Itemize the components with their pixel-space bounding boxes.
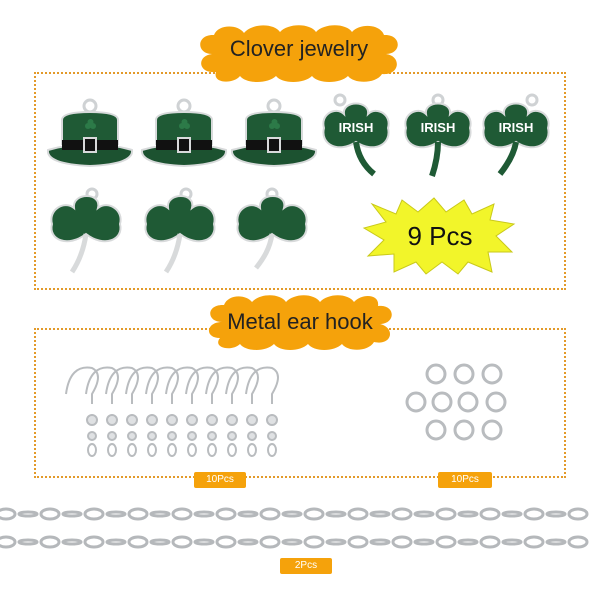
chain-link [567, 507, 589, 521]
chain-link [17, 538, 39, 546]
chain-link [215, 507, 237, 521]
ear-hook-icon [185, 366, 219, 457]
ear-hook-icon [85, 366, 119, 457]
chain-link [149, 510, 171, 518]
clover-title-cloud [200, 25, 398, 82]
ear-hook-icon [245, 366, 279, 457]
ear-hook-icon [105, 366, 139, 457]
ear-hook-icon [225, 366, 259, 457]
chain-link [237, 538, 259, 546]
shamrock-charm-icon [236, 187, 308, 270]
jump-ring-icon [453, 363, 475, 385]
chain-link [523, 507, 545, 521]
jump-ring-icon [481, 363, 503, 385]
ear-hook-icon [65, 366, 99, 457]
chain-link [435, 507, 457, 521]
chain-link [545, 538, 567, 546]
jump-ring-icon [431, 391, 453, 413]
chain-link [281, 510, 303, 518]
chain-link [413, 538, 435, 546]
chain-link [369, 510, 391, 518]
ear-hook-icon [145, 366, 179, 457]
chain-link [193, 538, 215, 546]
chain-link [39, 507, 61, 521]
jump-ring-icon [425, 363, 447, 385]
chain-link [193, 510, 215, 518]
chain-link [435, 535, 457, 549]
ear-hook-icon [165, 366, 199, 457]
chain-link [325, 538, 347, 546]
hooks-section-title: Metal ear hook [227, 309, 373, 334]
leprechaun-hat-charm-icon [140, 98, 228, 168]
chain-link [457, 538, 479, 546]
clover-section-title: Clover jewelry [229, 36, 369, 61]
chain-link [0, 507, 17, 521]
chain-link [347, 535, 369, 549]
jump-ring-icon [453, 419, 475, 441]
chain-link [479, 535, 501, 549]
chain-link [0, 535, 17, 549]
count-starburst [362, 197, 516, 275]
jump-ring-icon [481, 419, 503, 441]
chain-link [501, 510, 523, 518]
jump-ring-icon [405, 391, 427, 413]
chain-link [171, 507, 193, 521]
chain-link [413, 510, 435, 518]
chain-link [369, 538, 391, 546]
irish-text: IRISH [499, 120, 534, 135]
chain-link [325, 510, 347, 518]
chain-link [545, 510, 567, 518]
jump-ring-icon [485, 391, 507, 413]
chain-link [391, 507, 413, 521]
rings-count-badge: 10Pcs [438, 472, 492, 488]
chain-link [61, 538, 83, 546]
chain-link [105, 538, 127, 546]
shamrock-charm-icon [144, 187, 216, 274]
ear-hook-icon [205, 366, 239, 457]
chain-link [17, 510, 39, 518]
irish-shamrock-charm-icon: IRISH [404, 93, 472, 177]
shamrock-charm-icon [50, 187, 122, 274]
earring-hooks-bundle-icon [65, 366, 279, 457]
chain-link [39, 535, 61, 549]
hooks-title-cloud [208, 295, 392, 350]
chain-link [457, 510, 479, 518]
chain-link [501, 538, 523, 546]
chain-link [303, 535, 325, 549]
chain-link [303, 507, 325, 521]
chain-link [259, 535, 281, 549]
ear-hook-icon [125, 366, 159, 457]
chain-link [171, 535, 193, 549]
chain-link [215, 535, 237, 549]
chain-link [127, 535, 149, 549]
chain-link [105, 510, 127, 518]
cable-chain-icon [0, 507, 589, 549]
irish-text: IRISH [339, 120, 374, 135]
chain-link [127, 507, 149, 521]
chain-count-badge: 2Pcs [280, 558, 332, 574]
chain-link [259, 507, 281, 521]
irish-shamrock-charm-icon: IRISH [322, 93, 390, 177]
chain-link [83, 535, 105, 549]
chain-link [83, 507, 105, 521]
chain-link [347, 507, 369, 521]
chain-link [281, 538, 303, 546]
chain-link [391, 535, 413, 549]
jump-ring-icon [425, 419, 447, 441]
chain-link [567, 535, 589, 549]
chain-link [479, 507, 501, 521]
chain-link [523, 535, 545, 549]
jump-rings-bundle-icon [405, 363, 507, 441]
chain-link [237, 510, 259, 518]
leprechaun-hat-charm-icon [46, 98, 134, 168]
count-label: 9 Pcs [407, 221, 473, 251]
hooks-count-badge: 10Pcs [194, 472, 246, 488]
jump-ring-icon [457, 391, 479, 413]
chain-link [149, 538, 171, 546]
leprechaun-hat-charm-icon [230, 98, 318, 168]
irish-text: IRISH [421, 120, 456, 135]
irish-shamrock-charm-icon: IRISH [482, 93, 550, 176]
chain-link [61, 510, 83, 518]
